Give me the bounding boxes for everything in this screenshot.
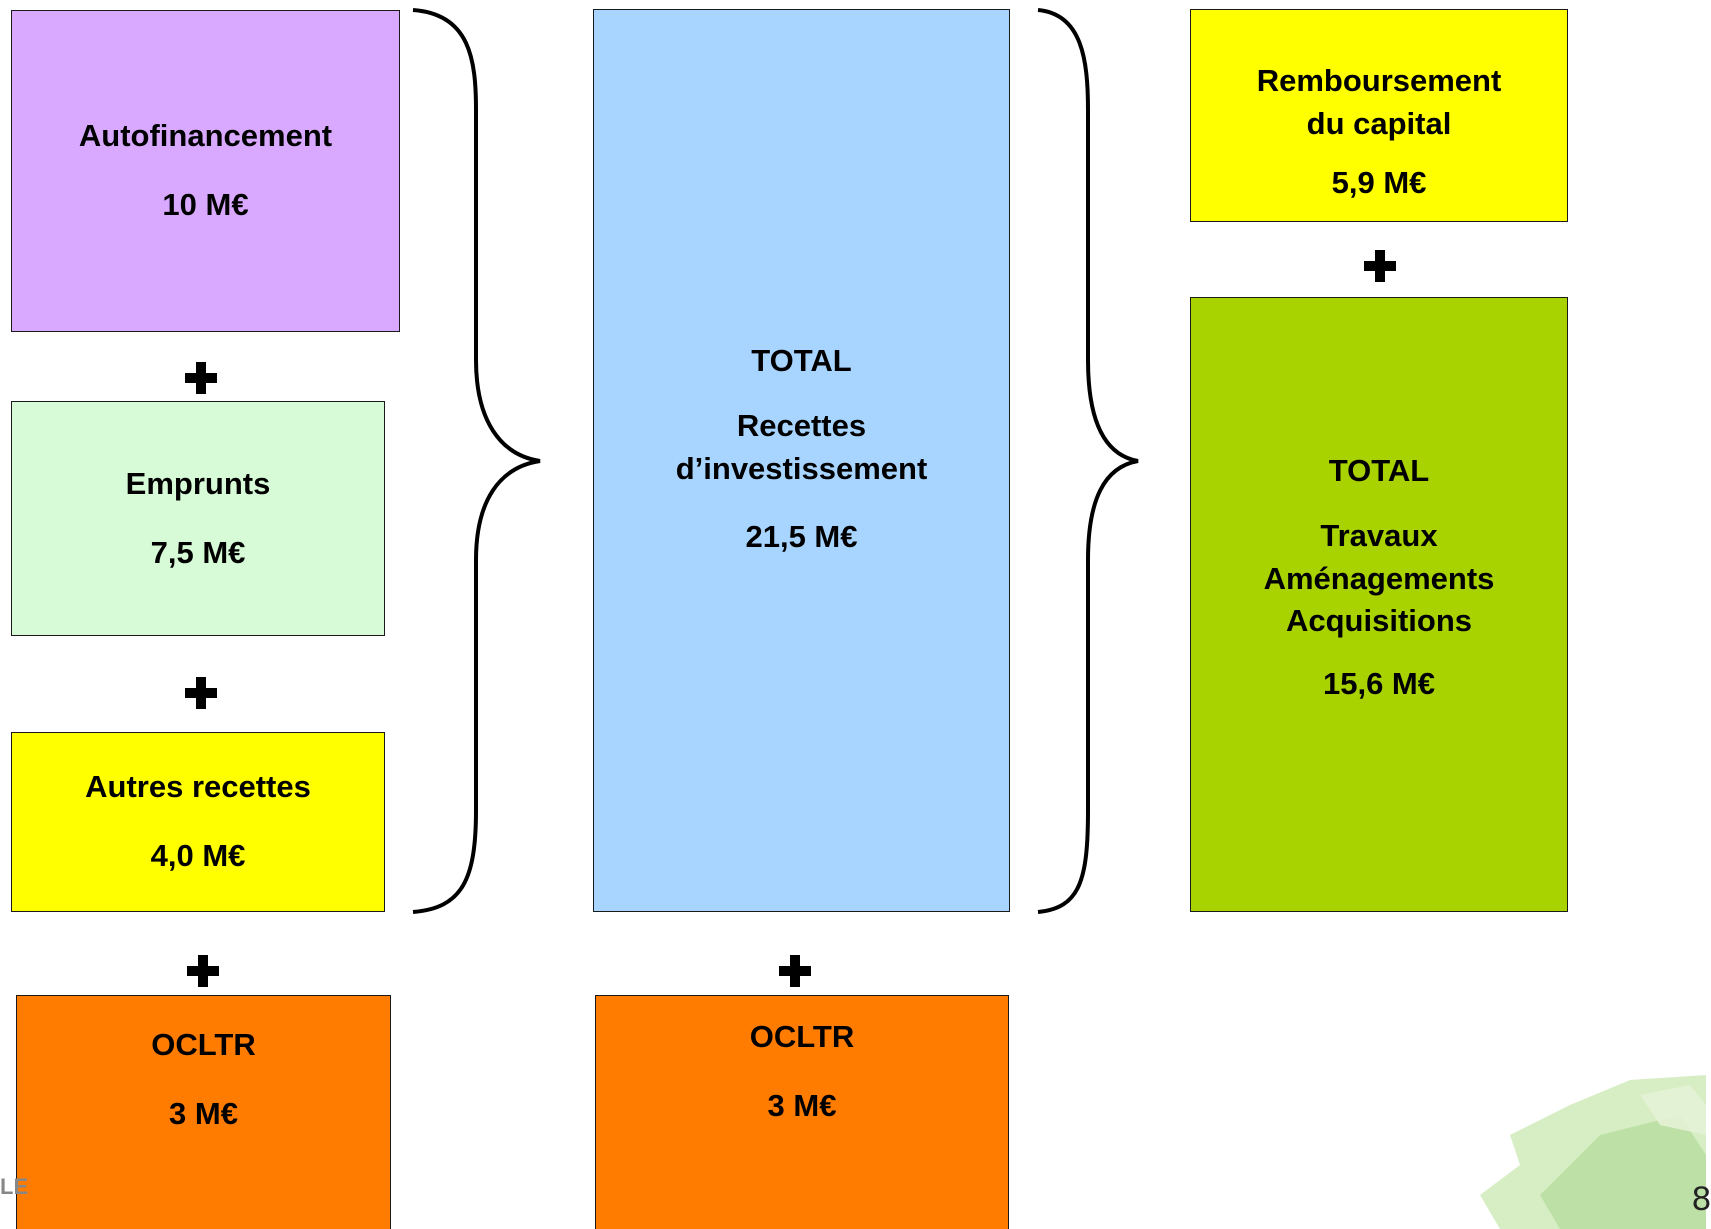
- plus-icon: [187, 955, 219, 987]
- total-label: TOTAL: [751, 343, 852, 378]
- emprunts-box: Emprunts 7,5 M€: [11, 401, 385, 636]
- ocltr-box-center: OCLTR 3 M€: [595, 995, 1009, 1229]
- box-line: Aménagements: [1263, 560, 1495, 596]
- plus-icon: [779, 955, 811, 987]
- total-travaux-box: TOTAL Travaux Aménagements Acquisitions …: [1190, 297, 1568, 912]
- box-title: Autres recettes: [85, 769, 311, 805]
- autres-recettes-box: Autres recettes 4,0 M€: [11, 732, 385, 912]
- page-number: 8: [1692, 1180, 1711, 1218]
- box-title: Emprunts: [125, 465, 271, 501]
- box-value: 21,5 M€: [745, 519, 858, 555]
- map-decoration: [1480, 1075, 1706, 1229]
- ocltr-box-left: OCLTR 3 M€: [16, 995, 391, 1229]
- box-title: Remboursement du capital: [1256, 63, 1502, 141]
- box-value: 7,5 M€: [150, 534, 246, 570]
- box-line: Acquisitions: [1285, 603, 1472, 639]
- box-line: Travaux: [1320, 517, 1438, 553]
- box-title: OCLTR: [749, 1019, 855, 1054]
- total-label: TOTAL: [1328, 453, 1430, 488]
- logo-text: LE: [0, 1174, 29, 1199]
- box-title: OCLTR: [151, 1027, 256, 1062]
- remboursement-box: Remboursement du capital 5,9 M€: [1190, 9, 1568, 222]
- plus-icon: [1364, 250, 1396, 282]
- box-value: 3 M€: [169, 1095, 238, 1131]
- box-value: 4,0 M€: [150, 838, 246, 873]
- plus-icon: [185, 677, 217, 709]
- box-title: Recettes d’investissement: [675, 407, 928, 486]
- box-value: 3 M€: [767, 1087, 837, 1123]
- total-recettes-box: TOTAL Recettes d’investissement 21,5 M€: [593, 9, 1010, 912]
- logo-fragment: LE: [0, 1174, 28, 1229]
- plus-icon: [185, 362, 217, 394]
- box-title: Autofinancement: [78, 118, 333, 154]
- box-value: 5,9 M€: [1331, 164, 1427, 200]
- autofinancement-box: Autofinancement 10 M€: [11, 10, 400, 332]
- box-value: 10 M€: [162, 187, 249, 222]
- box-value: 15,6 M€: [1322, 666, 1435, 702]
